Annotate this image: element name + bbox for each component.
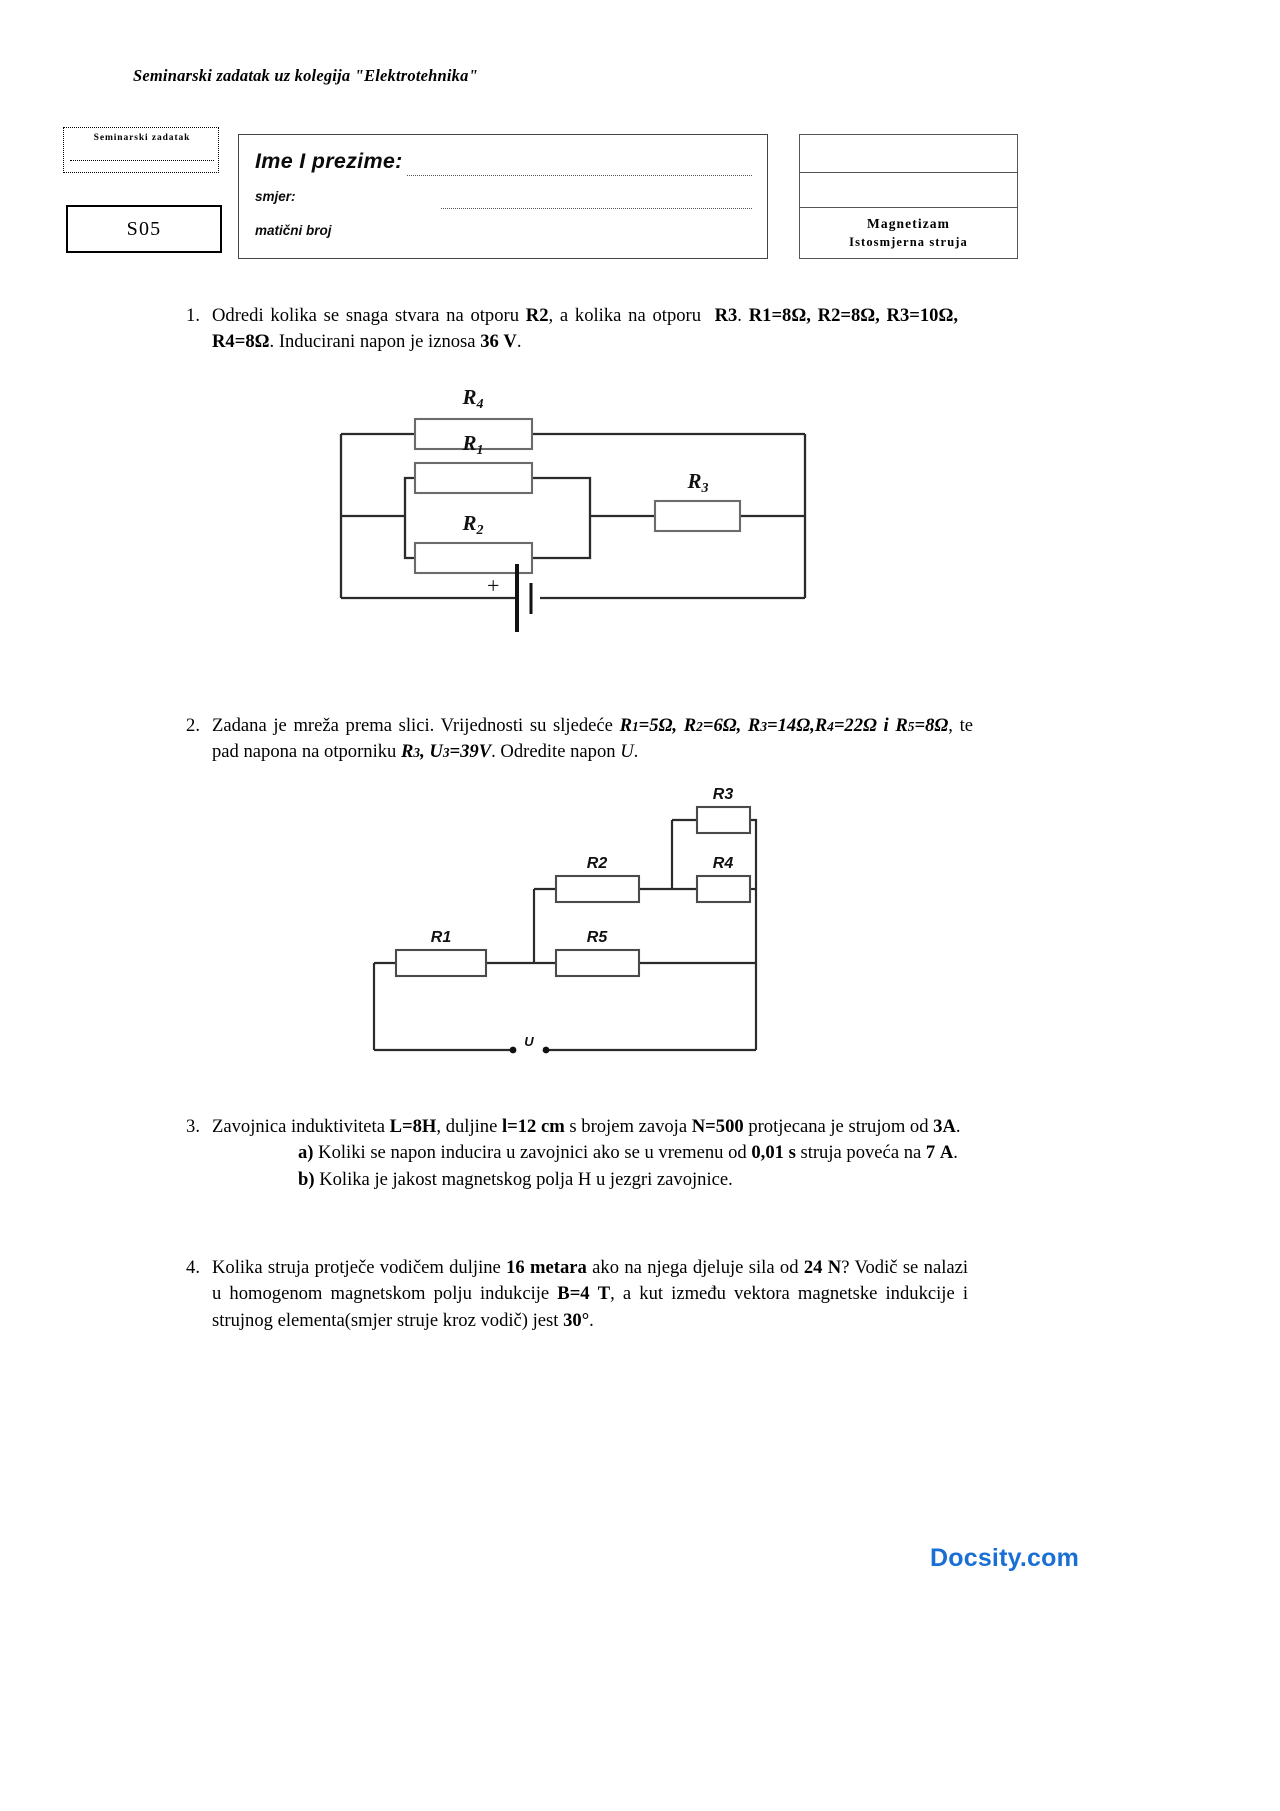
problem-2-number: 2. [186,715,200,736]
problem-2-text: Zadana je mreža prema slici. Vrijednosti… [212,715,973,763]
document-title: Seminarski zadatak uz kolegija "Elektrot… [133,66,478,85]
topic-line-2: Istosmjerna struja [849,235,968,249]
program-label: smjer: [255,189,296,204]
stamp-rule [70,160,214,161]
resistor-r4-body [695,874,752,904]
docsity-watermark[interactable]: Docsity.com [930,1544,1080,1572]
assignment-code-box: S05 [66,205,222,253]
problem-3-sub-a: a) Koliki se napon inducira u zavojnici … [298,1142,958,1164]
problem-3-text: Zavojnica induktiviteta L=8H, duljine l=… [212,1114,968,1193]
problem-1-number: 1. [186,305,200,326]
problem-1-text: Odredi kolika se snaga stvara na otporu … [212,305,959,353]
label-r1: R1 [431,929,452,946]
label-r4: R4 [713,855,734,872]
problem-4-number: 4. [186,1257,200,1278]
resistor-r5-body [554,948,641,978]
terminal-right-dot [542,1046,550,1054]
problem-3: 3. Zavojnica induktiviteta L=8H, duljine… [168,1114,968,1193]
resistor-r3-body [695,805,752,835]
resistor-r4-body [413,417,534,451]
label-r3: R3 [686,469,708,496]
header-form: Seminarski zadatak S05 Ime I prezime: sm… [63,127,1018,261]
problem-2: 2. Zadana je mreža prema slici. Vrijedno… [168,713,973,766]
topic-row-2 [800,173,1017,208]
battery-polarity-label: + [487,573,499,598]
program-input-line[interactable] [441,208,752,209]
stamp-box: Seminarski zadatak [63,127,219,173]
problem-3-sub-b: b) Kolika je jakost magnetskog polja H u… [298,1168,733,1190]
topic-line-1: Magnetizam [867,216,950,231]
terminal-left-dot [509,1046,517,1054]
name-input-line[interactable] [407,175,752,176]
topic-row-1 [800,135,1017,173]
problem-1: 1. Odredi kolika se snaga stvara na otpo… [168,303,958,356]
problem-4-text: Kolika struja protječe vodičem duljine 1… [212,1257,969,1331]
resistor-r2-body [413,541,534,575]
resistor-r2-body [554,874,641,904]
label-r2: R2 [587,855,608,872]
resistor-r3-body [653,499,742,533]
assignment-code: S05 [126,218,162,240]
problem-4: 4. Kolika struja protječe vodičem duljin… [168,1255,968,1334]
label-r5: R5 [587,929,609,946]
label-r2: R2 [461,511,483,538]
circuit-diagram-1: + R4 R1 R2 R3 [285,378,845,678]
label-r4: R4 [461,385,483,412]
name-label: Ime I prezime: [255,149,403,173]
student-info-box: Ime I prezime: smjer: matični broj [238,134,768,259]
topic-box: Magnetizam Istosmjerna struja [799,134,1018,259]
resistor-r1-body [413,461,534,495]
resistor-r1-body [394,948,488,978]
stamp-label: Seminarski zadatak [93,133,191,143]
label-r3: R3 [713,786,734,803]
topic-row-3: Magnetizam Istosmjerna struja [800,208,1017,260]
label-u-terminal: U [524,1034,534,1049]
student-id-label: matični broj [255,223,332,238]
problem-3-number: 3. [186,1116,200,1137]
circuit-diagram-2: U R1 R2 R3 R4 R5 [352,780,762,1070]
